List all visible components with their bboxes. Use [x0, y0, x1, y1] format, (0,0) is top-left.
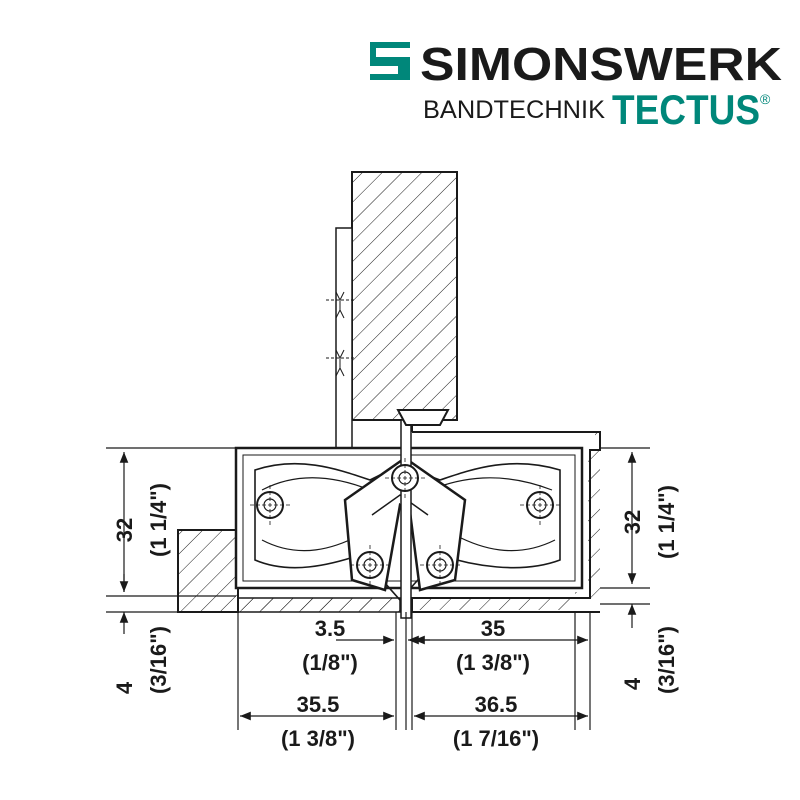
screw-hole-icon: [385, 458, 425, 498]
logo-product: TECTUS: [612, 86, 760, 133]
dim-gap-left-imperial: (3/16"): [146, 626, 171, 694]
dim-gap-right-imperial: (3/16"): [654, 626, 679, 694]
dim-right-length-value: 36.5: [475, 692, 518, 717]
dim-right-depth-imperial: (1 3/8"): [456, 650, 530, 675]
simonswerk-logo: SIMONSWERK BANDTECHNIK TECTUS ®: [370, 38, 782, 133]
dim-offset-imperial: (1/8"): [302, 650, 358, 675]
dim-left-length-value: 35.5: [297, 692, 340, 717]
logo-registered: ®: [760, 91, 771, 107]
dim-height-right-value: 32: [620, 510, 645, 534]
logo-subline: BANDTECHNIK: [423, 96, 605, 124]
screw-hole-icon: [420, 545, 460, 585]
dim-gap-left-value: 4: [112, 681, 137, 694]
dim-height-right-imperial: (1 1/4"): [654, 485, 679, 559]
logo-brand: SIMONSWERK: [420, 38, 782, 90]
screw-hole-icon: [520, 485, 560, 525]
dim-offset-value: 3.5: [315, 616, 346, 641]
dim-gap-right-value: 4: [620, 677, 645, 690]
screw-hole-icon: [250, 485, 290, 525]
screw-holes: [250, 458, 560, 585]
logo-mark-icon: [370, 42, 410, 80]
dim-left-length-imperial: (1 3/8"): [281, 726, 355, 751]
dim-height-left-value: 32: [112, 518, 137, 542]
dim-right-depth-value: 35: [481, 616, 505, 641]
dimension-lines: [106, 447, 650, 730]
dim-height-left-imperial: (1 1/4"): [146, 483, 171, 557]
dim-right-length-imperial: (1 7/16"): [453, 726, 539, 751]
door-leaf: [326, 171, 458, 449]
screw-marks-icon: [326, 291, 356, 377]
dimension-labels: 32 (1 1/4") 4 (3/16") 32 (1 1/4") 4 (3/1…: [112, 483, 679, 751]
screw-hole-icon: [350, 545, 390, 585]
